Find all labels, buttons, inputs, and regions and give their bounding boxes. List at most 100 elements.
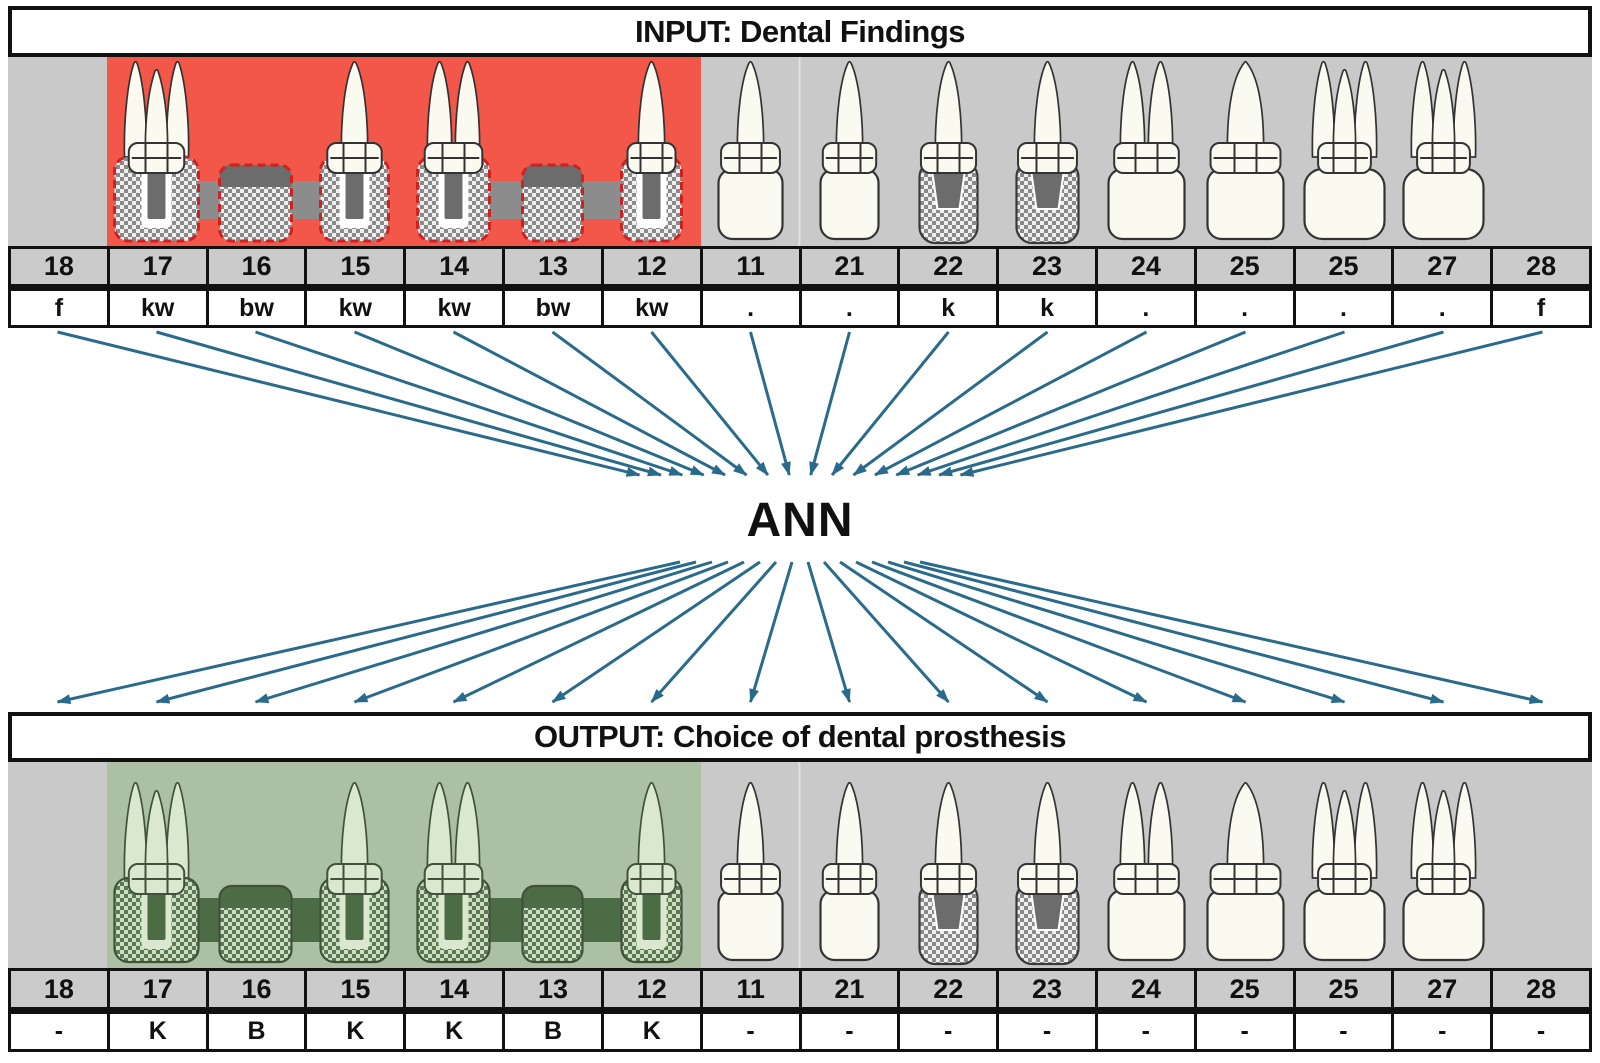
ann-to-output-arrow: [254, 560, 713, 704]
prosthesis-code-cell: B: [505, 1014, 604, 1049]
tooth-15-input: [319, 60, 390, 243]
tooth-24-output: [1107, 781, 1186, 962]
ann-to-output-arrow: [551, 560, 761, 704]
finding-code-cell: bw: [209, 291, 308, 325]
ann-to-output-arrow: [650, 561, 778, 703]
tooth-number-cell: 21: [802, 249, 901, 284]
tooth-12-input: [620, 60, 683, 243]
input-title-bar: INPUT: Dental Findings: [8, 6, 1592, 57]
tooth-16-output: [218, 884, 293, 964]
input-to-ann-arrow: [650, 331, 770, 476]
tooth-23-output: [1015, 781, 1080, 966]
tooth-number-cell: 15: [307, 249, 407, 284]
finding-code-cell: k: [999, 291, 1098, 325]
input-to-ann-arrow: [452, 330, 726, 477]
tooth-number-cell: 21: [802, 971, 901, 1007]
ann-to-output-arrow: [887, 560, 1346, 704]
input-to-ann-arrow: [938, 330, 1444, 477]
tooth-number-cell: 24: [1098, 249, 1197, 284]
tooth-12-output: [620, 781, 683, 964]
ann-to-output-arrow: [452, 560, 745, 704]
tooth-13-input: [521, 163, 584, 243]
input-to-ann-arrow: [749, 331, 791, 476]
ann-to-output-arrow: [155, 560, 697, 704]
prosthesis-code-cell: -: [900, 1014, 1000, 1049]
input-teeth-band: [8, 57, 1592, 246]
ann-to-output-arrow: [806, 561, 851, 703]
prosthesis-code-cell: -: [1296, 1014, 1395, 1049]
input-to-ann-arrow: [57, 330, 641, 477]
prosthesis-code-cell: K: [110, 1014, 209, 1049]
tooth-number-cell: 11: [703, 249, 802, 284]
tooth-number-cell: 23: [999, 971, 1098, 1007]
finding-code-cell: f: [11, 291, 110, 325]
tooth-number-cell: 25: [1296, 249, 1395, 284]
output-title-bar: OUTPUT: Choice of dental prosthesis: [8, 712, 1592, 762]
tooth-number-cell: 13: [505, 971, 604, 1007]
midline-separator: [798, 57, 801, 246]
prosthesis-code-cell: K: [307, 1014, 407, 1049]
output-teeth-band: [8, 762, 1592, 968]
input-to-ann-arrow: [959, 330, 1543, 477]
ann-to-output-arrow: [839, 560, 1049, 704]
tooth-number-cell: 15: [307, 971, 407, 1007]
tooth-number-cell: 23: [999, 249, 1098, 284]
prosthesis-code-cell: -: [1098, 1014, 1197, 1049]
finding-code-cell: kw: [307, 291, 407, 325]
prosthesis-code-cell: -: [703, 1014, 802, 1049]
finding-code-cell: kw: [110, 291, 209, 325]
ann-to-output-arrow: [749, 561, 794, 703]
output-title: OUTPUT: Choice of dental prosthesis: [534, 719, 1066, 754]
tooth-number-cell: 28: [1526, 251, 1557, 281]
tooth-22-input: [918, 60, 979, 245]
tooth-17-input: [113, 60, 200, 243]
tooth-23-input: [1015, 60, 1080, 245]
tooth-27-input: [1402, 60, 1485, 241]
prosthesis-code-cell: -: [999, 1014, 1098, 1049]
tooth-number-cell: 11: [703, 971, 802, 1007]
tooth-11-output: [717, 781, 784, 962]
tooth-16-input: [218, 163, 293, 243]
ann-to-output-arrow: [855, 560, 1148, 704]
tooth-17-output: [113, 781, 200, 964]
tooth-25-output: [1303, 781, 1386, 962]
tooth-number-cell: 25: [1197, 971, 1296, 1007]
prosthesis-code-cell: -: [1394, 1014, 1494, 1049]
prosthesis-code-cell: B: [209, 1014, 308, 1049]
tooth-number-cell: 22: [900, 249, 1000, 284]
tooth-number-cell: 12: [604, 249, 703, 284]
prosthesis-code-cell: -: [1197, 1014, 1296, 1049]
tooth-15-output: [319, 781, 390, 964]
tooth-number-cell: 17: [110, 971, 209, 1007]
tooth-25-input: [1303, 60, 1386, 241]
finding-code-cell: k: [900, 291, 1000, 325]
input-to-ann-arrow: [852, 330, 1049, 477]
input-title: INPUT: Dental Findings: [635, 13, 966, 49]
prosthesis-code-cell: K: [604, 1014, 703, 1049]
finding-code-cell: .: [802, 291, 901, 325]
tooth-21-input: [819, 60, 880, 241]
tooth-27-output: [1402, 781, 1485, 962]
ann-to-output-arrow: [871, 560, 1247, 704]
tooth-11-input: [717, 60, 784, 241]
tooth-number-cell: 22: [900, 971, 1000, 1007]
input-to-ann-arrow: [156, 330, 662, 477]
finding-code-cell: .: [1098, 291, 1197, 325]
tooth-22-output: [918, 781, 979, 966]
ann-arrows: [56, 330, 1544, 705]
tooth-13-output: [521, 884, 584, 964]
finding-code-cell: kw: [406, 291, 506, 325]
input-to-ann-arrow: [809, 331, 851, 476]
ann-text: ANN: [746, 493, 854, 547]
finding-code-cell: .: [1394, 291, 1494, 325]
finding-code-cell: f: [1536, 293, 1546, 322]
tooth-number-cell: 25: [1296, 971, 1395, 1007]
prosthesis-code-cell: -: [1536, 1017, 1546, 1045]
tooth-number-cell: 17: [110, 249, 209, 284]
midline-separator: [798, 762, 801, 968]
tooth-14-output: [416, 781, 491, 964]
input-to-ann-arrow: [874, 330, 1148, 477]
